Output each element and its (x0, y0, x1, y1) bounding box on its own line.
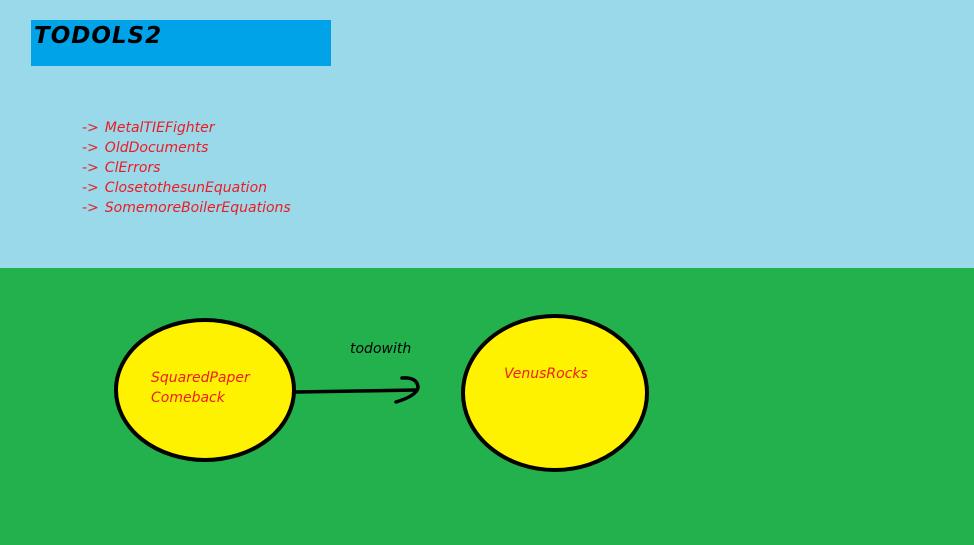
node-label-line: SquaredPaper (151, 370, 250, 386)
list-item-label: MetalTIEFighter (104, 120, 215, 136)
list-arrow: -> (82, 120, 99, 136)
list-item: -> SomemoreBoilerEquations (82, 198, 291, 218)
list-item: -> OldDocuments (82, 138, 291, 158)
edge-arrowhead (394, 376, 420, 404)
list-item-label: ClErrors (104, 160, 161, 176)
page-title: TODOLS2 (34, 23, 163, 49)
node-venusrocks-ellipse (461, 314, 649, 472)
title-box: TODOLS2 (31, 20, 331, 66)
node-label-line: Comeback (151, 390, 225, 406)
list-arrow: -> (82, 140, 99, 156)
list-arrow: -> (82, 200, 99, 216)
list-item-label: ClosetothesunEquation (104, 180, 268, 196)
list-item: -> MetalTIEFighter (82, 118, 291, 138)
node-squaredpaper-ellipse (114, 318, 296, 462)
node-venusrocks-label: VenusRocks (504, 364, 588, 384)
node-squaredpaper-label: SquaredPaper Comeback (151, 368, 250, 408)
todo-list: -> MetalTIEFighter -> OldDocuments -> ClErr… (82, 118, 291, 218)
list-item: -> ClErrors (82, 158, 291, 178)
edge-label: todowith (350, 341, 412, 357)
list-arrow: -> (82, 160, 99, 176)
edge-arrow-line (294, 388, 419, 394)
list-item-label: SomemoreBoilerEquations (104, 200, 291, 216)
list-item: -> ClosetothesunEquation (82, 178, 291, 198)
list-arrow: -> (82, 180, 99, 196)
list-item-label: OldDocuments (104, 140, 209, 156)
node-label-line: VenusRocks (504, 366, 588, 382)
